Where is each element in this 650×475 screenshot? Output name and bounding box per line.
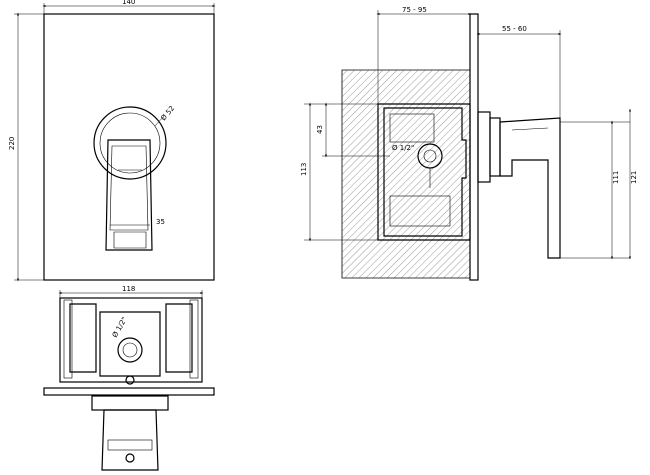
- side-upper-label: 43: [316, 125, 324, 134]
- side-projection-label: 55 - 60: [502, 25, 527, 33]
- side-body-height-label: 113: [300, 163, 308, 176]
- front-cover-plate: [43, 13, 215, 281]
- bottom-plate: [43, 387, 215, 396]
- side-embed-depth-label: 75 - 95: [402, 6, 427, 14]
- side-valve-body: [383, 107, 467, 237]
- side-cover-plate: [469, 13, 479, 281]
- front-height-label: 220: [8, 137, 16, 150]
- front-lever-width-label: 35: [156, 218, 165, 226]
- bottom-width-label: 118: [122, 285, 135, 293]
- side-wall: [341, 69, 471, 279]
- front-diameter-label: Ø 52: [159, 104, 176, 122]
- front-width-label: 140: [122, 0, 135, 6]
- side-lever-height-label: 111: [612, 171, 620, 184]
- front-lever: [105, 139, 153, 251]
- bottom-connection-label: Ø 1/2": [111, 316, 129, 339]
- bottom-connection: [117, 337, 143, 363]
- bottom-box: [59, 297, 203, 383]
- side-connection-label: Ø 1/2": [392, 144, 414, 152]
- bottom-lever: [101, 409, 159, 471]
- side-view: Ø 1/2" 75 - 95 55 - 60 113 43 111 121: [300, 6, 638, 281]
- front-view: 140 220 Ø 52 35: [8, 0, 216, 282]
- bottom-view: 118 Ø 1/2": [43, 285, 215, 471]
- side-lever: [499, 117, 561, 259]
- side-total-height-label: 121: [630, 171, 638, 184]
- front-rosette: [93, 106, 167, 180]
